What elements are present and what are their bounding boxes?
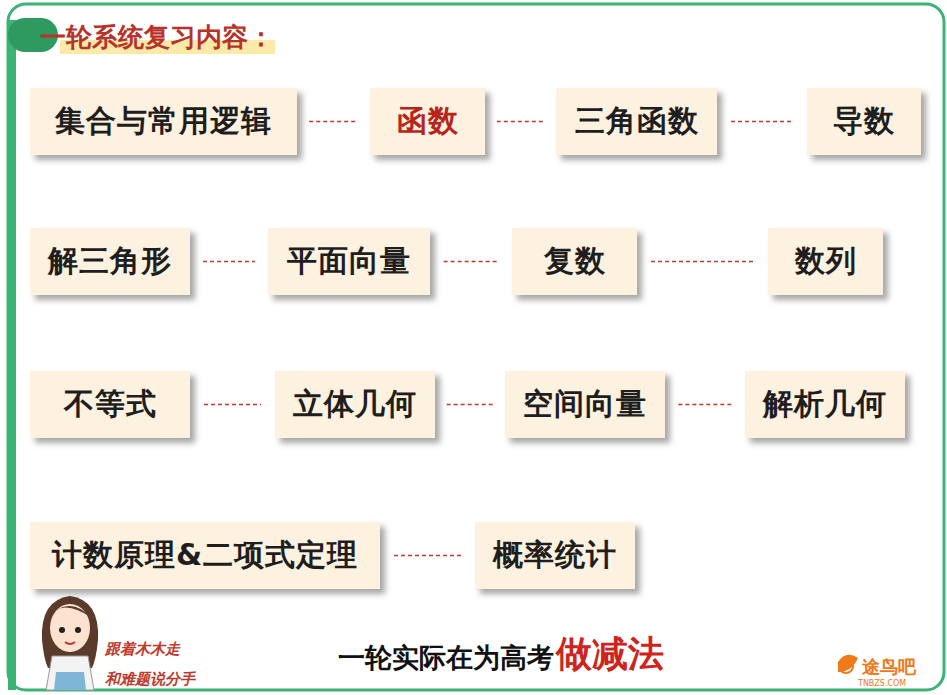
watermark-url: TNBZS.COM bbox=[858, 679, 906, 688]
topic-text: 三角函数 bbox=[575, 101, 699, 142]
topic-text: 函数 bbox=[397, 101, 459, 142]
dashed-connector bbox=[394, 555, 461, 557]
frame-border bbox=[8, 4, 944, 690]
girl-illustration bbox=[42, 596, 98, 690]
topic-text: 立体几何 bbox=[293, 384, 417, 425]
topic-text: 概率统计 bbox=[493, 535, 617, 576]
dashed-connector bbox=[651, 261, 754, 263]
topic-box: 平面向量 bbox=[268, 228, 430, 295]
topic-text: 平面向量 bbox=[287, 241, 411, 282]
topic-box: 集合与常用逻辑 bbox=[30, 88, 297, 155]
topic-text: 计数原理&二项式定理 bbox=[52, 535, 358, 576]
dashed-connector bbox=[309, 121, 358, 123]
topic-box: 空间向量 bbox=[505, 371, 665, 438]
topic-text: 解析几何 bbox=[763, 384, 887, 425]
dashed-connector bbox=[731, 121, 793, 123]
topic-text: 解三角形 bbox=[48, 241, 172, 282]
slogan-emphasis: 做减法 bbox=[556, 630, 664, 679]
handwritten-caption: 跟着木木走 bbox=[105, 640, 180, 659]
dashed-connector bbox=[447, 404, 494, 406]
topic-text: 数列 bbox=[795, 241, 857, 282]
slogan-text: 一轮实际在为高考 bbox=[338, 640, 554, 676]
topic-text: 导数 bbox=[833, 101, 895, 142]
topic-text: 集合与常用逻辑 bbox=[55, 101, 272, 142]
topic-box: 导数 bbox=[807, 88, 921, 155]
topic-box: 不等式 bbox=[30, 371, 190, 438]
frame-bar bbox=[8, 20, 16, 690]
topic-box: 计数原理&二项式定理 bbox=[30, 522, 380, 589]
topic-text: 不等式 bbox=[64, 384, 157, 425]
dashed-connector bbox=[444, 261, 499, 263]
dashed-connector bbox=[203, 261, 255, 263]
title-text: 一轮系统复习内容： bbox=[40, 20, 274, 55]
logo-icon bbox=[838, 655, 858, 673]
topic-box: 立体几何 bbox=[275, 371, 435, 438]
topic-text: 空间向量 bbox=[523, 384, 647, 425]
dashed-connector bbox=[204, 404, 261, 406]
topic-box: 三角函数 bbox=[556, 88, 717, 155]
dashed-connector bbox=[678, 404, 731, 406]
topic-box: 数列 bbox=[768, 228, 883, 295]
watermark-text: 途鸟吧 bbox=[862, 655, 916, 679]
topic-text: 复数 bbox=[544, 241, 606, 282]
topic-box: 函数 bbox=[370, 88, 485, 155]
handwritten-caption: 和难题说分手 bbox=[105, 670, 195, 689]
topic-box: 解三角形 bbox=[30, 228, 190, 295]
topic-box: 解析几何 bbox=[745, 371, 905, 438]
topic-box: 复数 bbox=[512, 228, 637, 295]
topic-box: 概率统计 bbox=[475, 522, 635, 589]
dashed-connector bbox=[497, 121, 544, 123]
